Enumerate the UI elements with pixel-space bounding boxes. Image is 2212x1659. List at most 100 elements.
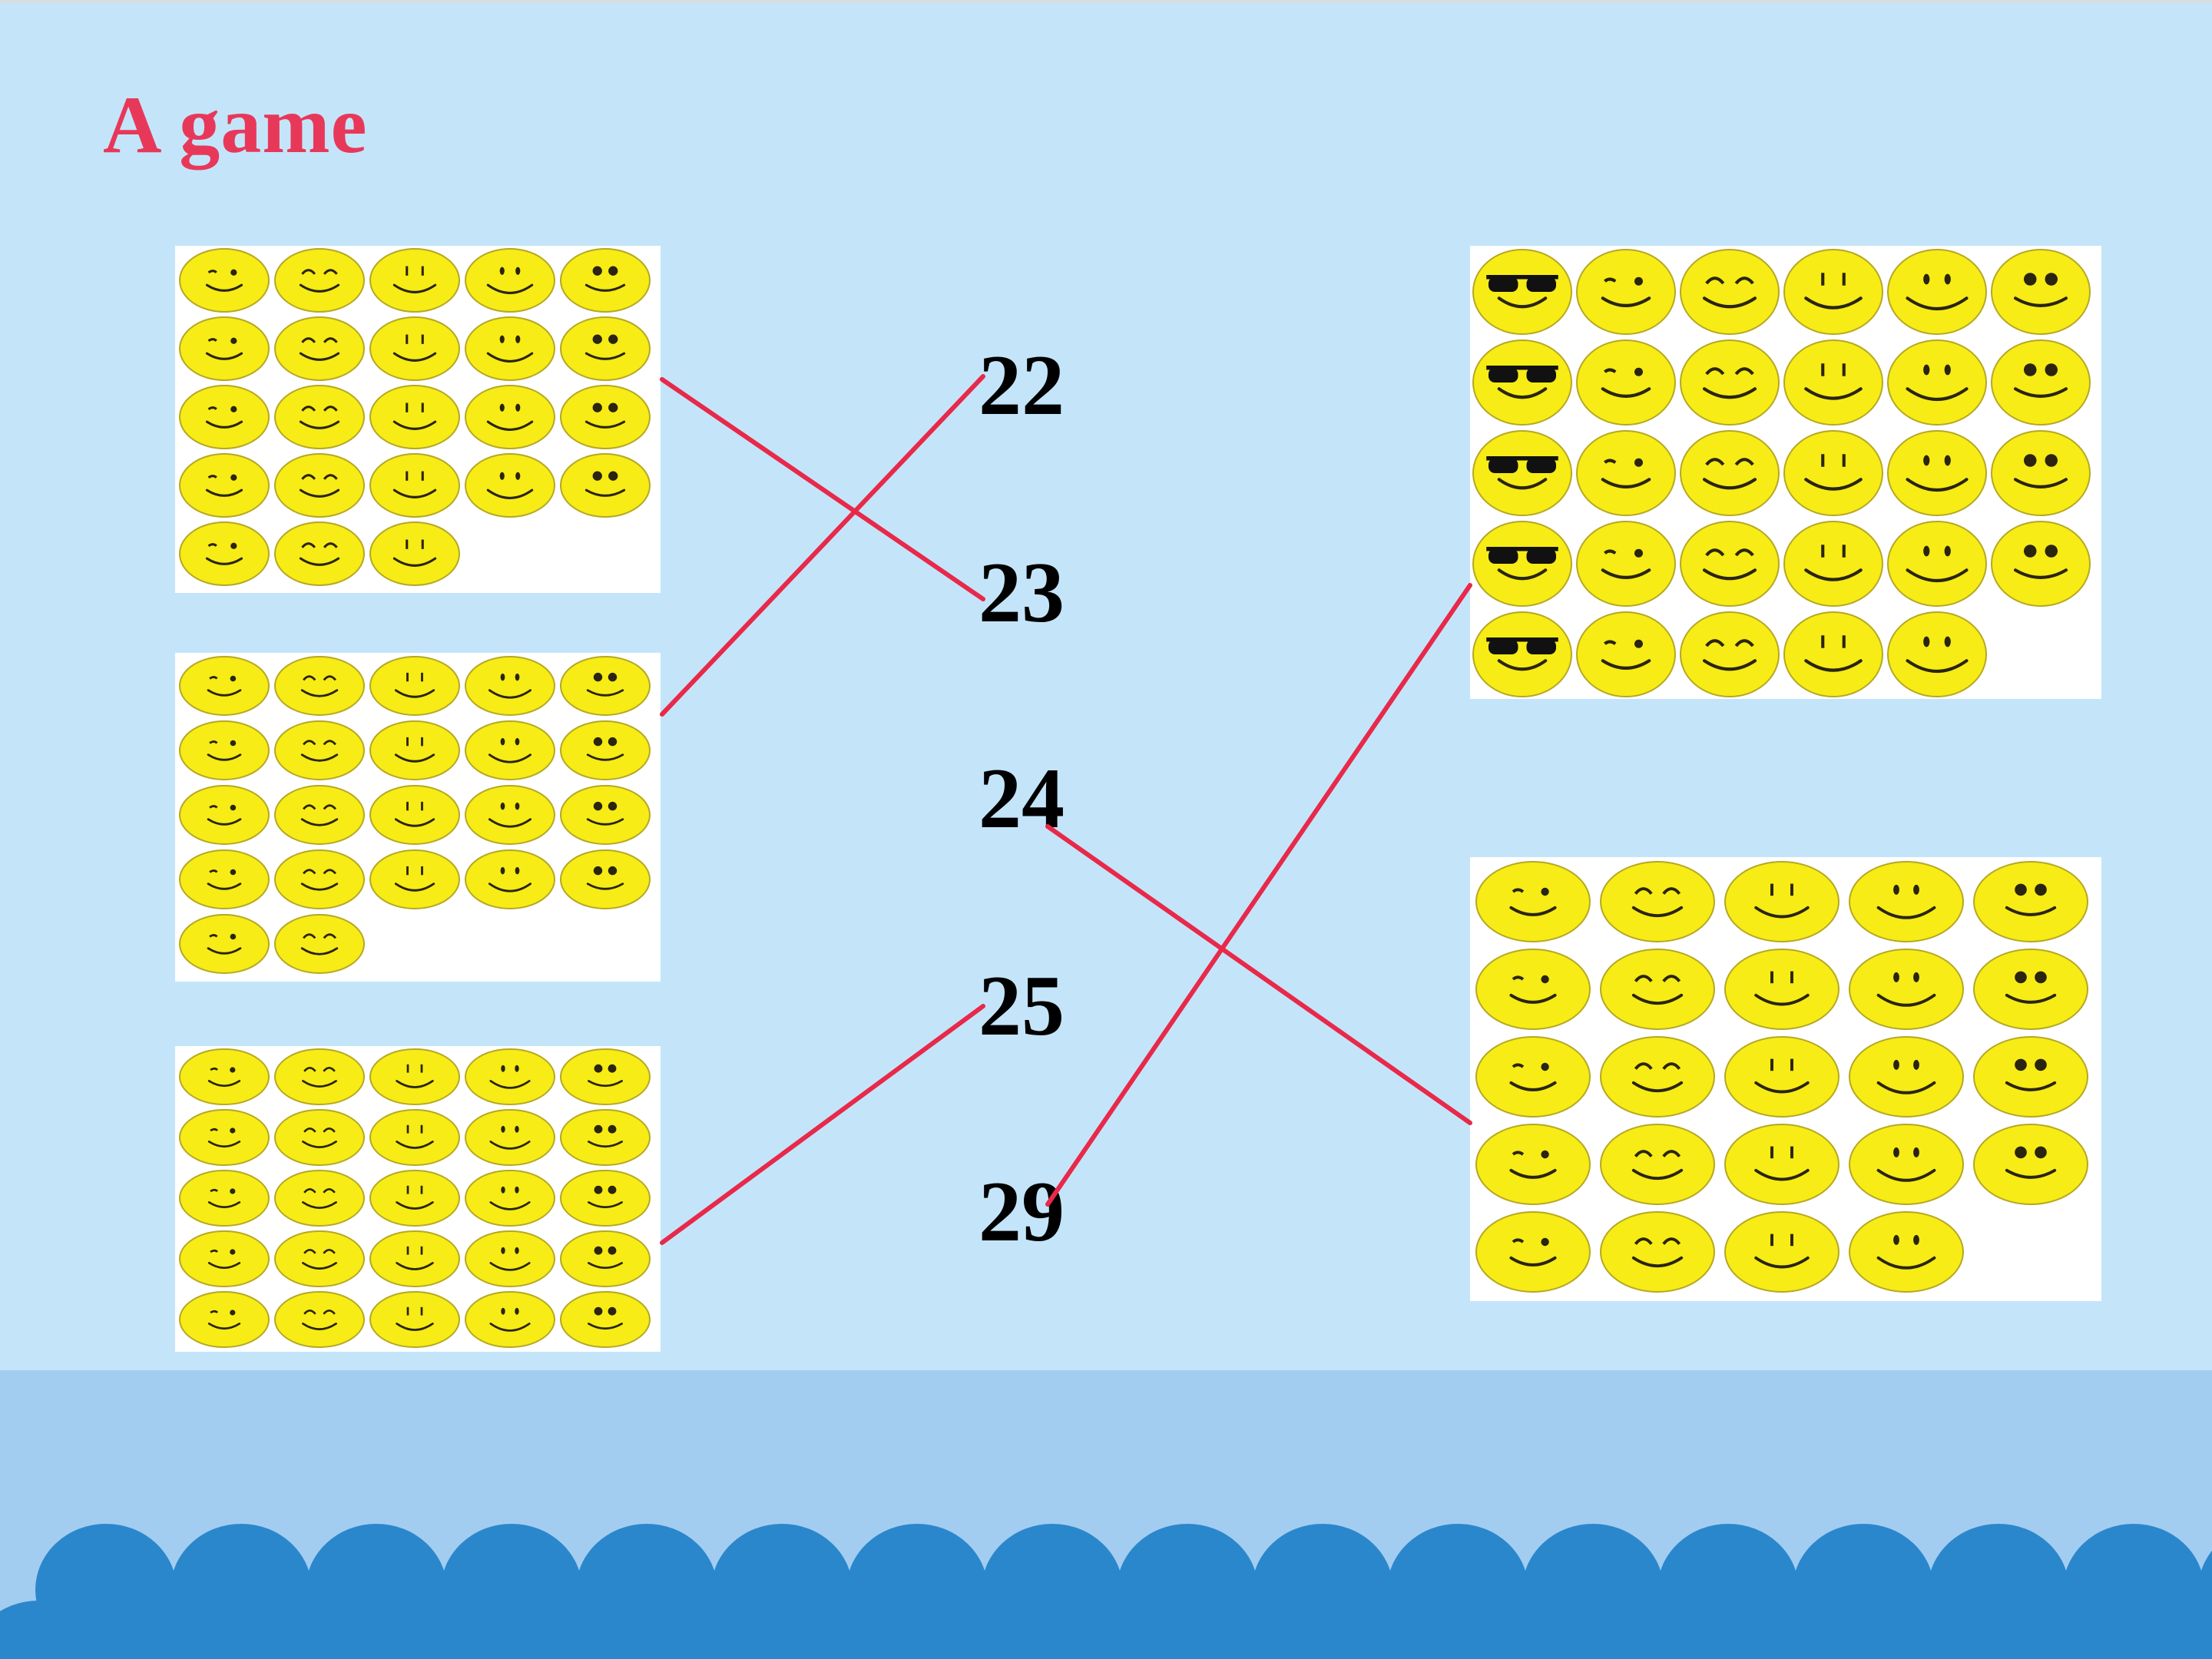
- smiley-face-icon: [274, 914, 365, 974]
- left-group-3[interactable]: [175, 1046, 661, 1352]
- smiley-face-icon: [1991, 430, 2091, 516]
- smiley-face-icon: [1991, 521, 2091, 607]
- smiley-face-icon: [465, 453, 555, 518]
- smiley-face-icon: [560, 1170, 651, 1227]
- smiley-face-icon: [1680, 521, 1780, 607]
- number-23[interactable]: 23: [979, 545, 1065, 641]
- right-group-1[interactable]: [1470, 246, 2101, 699]
- number-22[interactable]: 22: [979, 338, 1065, 433]
- smiley-face-icon: [1472, 249, 1572, 335]
- smiley-face-icon: [1600, 1211, 1715, 1293]
- smiley-face-icon: [465, 720, 555, 780]
- smiley-face-icon: [179, 248, 270, 313]
- smiley-face-icon: [465, 316, 555, 381]
- smiley-face-icon: [1973, 1036, 2088, 1118]
- wave-icon: [1455, 1601, 1596, 1659]
- smiley-face-icon: [1724, 949, 1839, 1030]
- number-25[interactable]: 25: [979, 959, 1065, 1054]
- smiley-face-icon: [274, 385, 365, 449]
- wave-icon: [0, 1601, 109, 1659]
- smiley-face-icon: [1600, 1036, 1715, 1118]
- smiley-face-icon: [1680, 430, 1780, 516]
- smiley-grid: [179, 656, 651, 974]
- smiley-grid: [1475, 861, 2088, 1293]
- smiley-face-icon: [369, 1170, 460, 1227]
- smiley-face-icon: [1724, 1124, 1839, 1205]
- smiley-face-icon: [1472, 430, 1572, 516]
- smiley-grid: [1472, 249, 2091, 697]
- smiley-face-icon: [1680, 611, 1780, 697]
- smiley-face-icon: [1973, 861, 2088, 942]
- smiley-face-icon: [179, 316, 270, 381]
- smiley-face-icon: [1783, 430, 1883, 516]
- smiley-face-icon: [560, 1291, 651, 1348]
- smiley-face-icon: [560, 453, 651, 518]
- smiley-face-icon: [274, 1230, 365, 1287]
- smiley-face-icon: [179, 1109, 270, 1166]
- wave-icon: [1725, 1601, 1866, 1659]
- smiley-face-icon: [1576, 521, 1676, 607]
- smiley-face-icon: [1849, 861, 1964, 942]
- wave-icon: [1049, 1601, 1190, 1659]
- wave-icon: [1320, 1601, 1461, 1659]
- smiley-face-icon: [274, 453, 365, 518]
- left-group-2[interactable]: [175, 653, 661, 982]
- smiley-face-icon: [1600, 949, 1715, 1030]
- smiley-face-icon: [465, 849, 555, 909]
- smiley-face-icon: [1887, 249, 1987, 335]
- smiley-face-icon: [465, 1109, 555, 1166]
- wave-icon: [238, 1601, 379, 1659]
- number-29[interactable]: 29: [979, 1164, 1065, 1260]
- smiley-face-icon: [1475, 1124, 1591, 1205]
- right-group-2[interactable]: [1470, 857, 2101, 1301]
- smiley-face-icon: [1887, 521, 1987, 607]
- smiley-face-icon: [274, 1170, 365, 1227]
- smiley-face-icon: [1724, 1036, 1839, 1118]
- smiley-face-icon: [1576, 249, 1676, 335]
- smiley-face-icon: [179, 453, 270, 518]
- smiley-face-icon: [560, 316, 651, 381]
- smiley-face-icon: [369, 849, 460, 909]
- smiley-face-icon: [369, 453, 460, 518]
- smiley-face-icon: [179, 522, 270, 586]
- smiley-face-icon: [179, 1230, 270, 1287]
- smiley-face-icon: [179, 656, 270, 716]
- smiley-face-icon: [465, 385, 555, 449]
- smiley-face-icon: [1475, 861, 1591, 942]
- number-24[interactable]: 24: [979, 751, 1065, 846]
- wave-icon: [1184, 1601, 1326, 1659]
- match-line-25: [660, 1004, 985, 1245]
- smiley-face-icon: [560, 785, 651, 845]
- wave-icon: [508, 1601, 650, 1659]
- smiley-face-icon: [465, 785, 555, 845]
- smiley-face-icon: [274, 248, 365, 313]
- smiley-face-icon: [560, 1109, 651, 1166]
- smiley-face-icon: [1991, 249, 2091, 335]
- smiley-grid: [179, 1048, 651, 1348]
- smiley-face-icon: [465, 248, 555, 313]
- smiley-face-icon: [1475, 949, 1591, 1030]
- smiley-face-icon: [465, 656, 555, 716]
- smiley-face-icon: [369, 656, 460, 716]
- smiley-face-icon: [1849, 1036, 1964, 1118]
- smiley-face-icon: [179, 785, 270, 845]
- smiley-face-icon: [369, 1048, 460, 1105]
- smiley-face-icon: [1973, 1124, 2088, 1205]
- match-line-22: [660, 374, 985, 717]
- smiley-face-icon: [1576, 339, 1676, 426]
- smiley-face-icon: [1973, 949, 2088, 1030]
- smiley-face-icon: [179, 1048, 270, 1105]
- smiley-face-icon: [465, 1048, 555, 1105]
- left-group-1[interactable]: [175, 246, 661, 593]
- smiley-face-icon: [560, 248, 651, 313]
- wave-decoration: [0, 1524, 2212, 1659]
- smiley-face-icon: [179, 720, 270, 780]
- smiley-face-icon: [1887, 611, 1987, 697]
- wave-icon: [373, 1601, 515, 1659]
- smiley-grid: [179, 248, 651, 586]
- smiley-face-icon: [179, 1170, 270, 1227]
- smiley-face-icon: [1849, 1211, 1964, 1293]
- smiley-face-icon: [369, 385, 460, 449]
- smiley-face-icon: [179, 1291, 270, 1348]
